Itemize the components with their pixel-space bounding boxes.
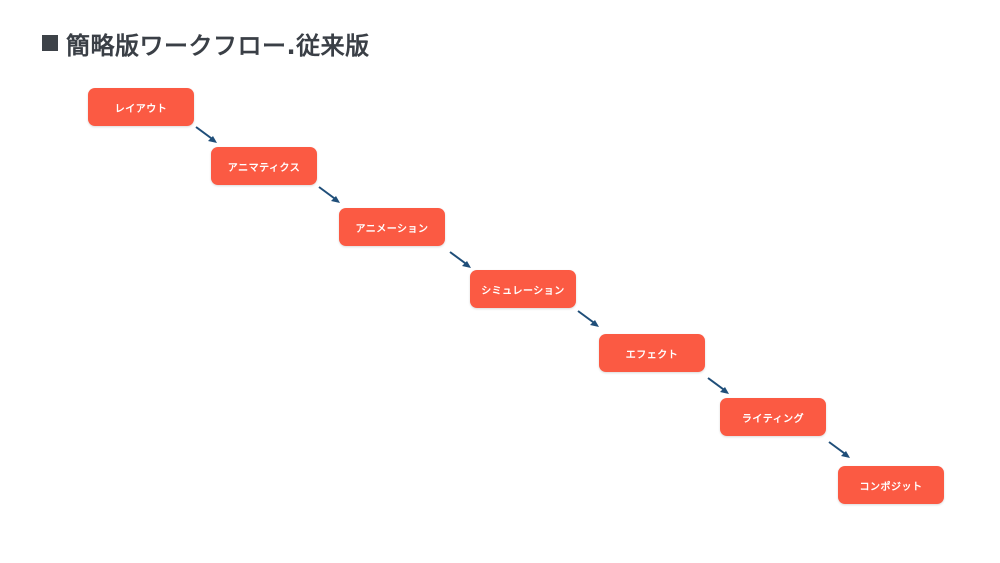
arrow-icon — [828, 441, 850, 458]
page-title: 簡略版ワークフロー.従来版 — [42, 26, 370, 60]
square-bullet-icon — [42, 35, 58, 51]
workflow-step-lighting[interactable]: ライティング — [720, 398, 826, 436]
arrow-icon — [707, 377, 729, 394]
workflow-step-layout[interactable]: レイアウト — [88, 88, 194, 126]
workflow-step-animatics[interactable]: アニマティクス — [211, 147, 317, 185]
arrow-icon — [195, 126, 217, 143]
arrow-icon — [318, 186, 340, 203]
workflow-step-effects[interactable]: エフェクト — [599, 334, 705, 372]
workflow-step-animation[interactable]: アニメーション — [339, 208, 445, 246]
workflow-step-simulation[interactable]: シミュレーション — [470, 270, 576, 308]
workflow-step-composite[interactable]: コンポジット — [838, 466, 944, 504]
arrow-icon — [449, 251, 471, 268]
page-title-text: 簡略版ワークフロー.従来版 — [66, 31, 370, 60]
arrow-icon — [577, 310, 599, 327]
